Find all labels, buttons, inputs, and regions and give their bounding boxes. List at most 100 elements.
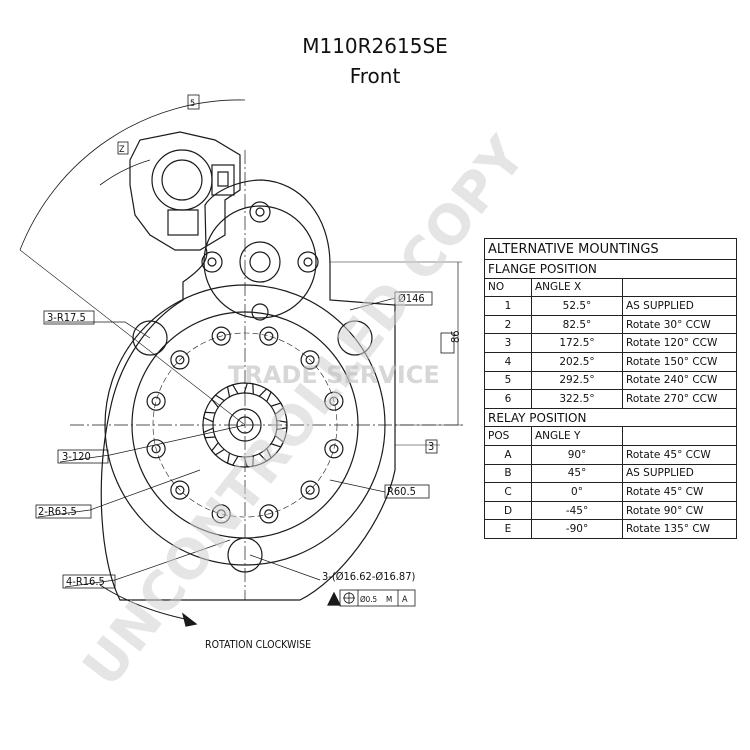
label-box-5 [187, 94, 200, 110]
pinion-tooth [211, 442, 225, 456]
solenoid-bolt-right [297, 251, 319, 273]
flange-outer-circle [104, 284, 386, 566]
table-row: E-90°Rotate 135° CW [484, 519, 737, 539]
label-box-146 [394, 291, 433, 306]
solenoid-bolt-left [201, 251, 223, 273]
flange-bolt-hole [300, 350, 320, 370]
dim-120-label: 3-120 [62, 450, 91, 463]
pinion-teeth [202, 382, 288, 468]
flange-col-no: NO [484, 277, 532, 298]
pinion-shaft-outer [228, 408, 262, 442]
mounting-hole-3 [227, 537, 263, 573]
terminal-ring-inner [161, 159, 203, 201]
flange-bolt-hole [216, 509, 226, 519]
flange-bolt-hole [170, 480, 190, 500]
flange-bolt-hole [324, 439, 344, 459]
solenoid-bolt-left-inner [207, 257, 217, 267]
flange-bolt-hole [305, 355, 315, 365]
flange-bolt-hole [146, 439, 166, 459]
pinion-tooth [202, 427, 216, 439]
label-box-3 [425, 439, 438, 454]
flange-bolt-hole [175, 355, 185, 365]
flange-position-header: FLANGE POSITION [484, 259, 737, 279]
label-box-r63-5 [35, 504, 92, 519]
model-title: M110R2615SE [302, 34, 448, 58]
label-box-r16-5 [62, 574, 116, 589]
pinion-tooth [211, 394, 225, 408]
flange-bolt-hole [264, 331, 274, 341]
flange-bolt-hole [324, 391, 344, 411]
dim-3-label: 3 [428, 440, 434, 453]
dim-pilot-label: 3-(Ø16.62-Ø16.87) [322, 570, 416, 583]
tolerance-frame [339, 589, 416, 607]
dim-5-label: 5 [190, 99, 195, 109]
solenoid-housing [203, 205, 317, 319]
terminal-block [129, 131, 241, 251]
datum-label: A [402, 595, 408, 605]
leader-pilot [249, 554, 321, 581]
mounting-hole-2 [337, 320, 373, 356]
leader-146 [349, 297, 396, 311]
pinion-tooth [270, 402, 285, 415]
label-box-120 [57, 449, 109, 464]
dim-r60-5-label: R60.5 [387, 485, 416, 498]
leader-r63-5 [37, 469, 201, 518]
rotation-arc [99, 584, 191, 621]
solenoid-bolt-bottom [251, 303, 269, 321]
rotation-label: ROTATION CLOCKWISE [205, 639, 311, 651]
flange-bolt-hole [170, 350, 190, 370]
flange-bolt-hole [216, 331, 226, 341]
tolerance-value: Ø0.5 [360, 594, 377, 604]
angle-x-leader [19, 249, 246, 426]
solenoid-bolt-top [249, 201, 271, 223]
dim-86-label: 86 [449, 330, 462, 343]
flange-bolt-hole [146, 391, 166, 411]
relay-col-pos: POS [484, 426, 532, 446]
dim-r63-5-label: 2-R63.5 [38, 505, 77, 518]
pinion-tooth [243, 455, 254, 468]
table-row: D-45°Rotate 90° CW [484, 500, 737, 521]
dim-r16-5-label: 4-R16.5 [66, 575, 105, 588]
view-title: Front [349, 64, 401, 88]
tolerance-modifier: M [386, 595, 392, 604]
bolt-circle [152, 332, 338, 518]
watermark-uncontrolled: UNCONTROLLED COPY [71, 125, 538, 698]
flange-bolt-hole [175, 485, 185, 495]
dim-r17-5-label: 3-R17.5 [47, 311, 86, 324]
label-box-r60-5 [384, 484, 430, 499]
pinion-tooth [226, 452, 239, 466]
terminal-nut [217, 171, 229, 187]
flange-bolt-hole [264, 509, 274, 519]
pinion-tooth [276, 419, 288, 431]
dim-z-label: Z [119, 145, 125, 155]
leader-r60-5 [329, 479, 386, 493]
solenoid-cap [239, 241, 281, 283]
tolerance-triangle [327, 591, 341, 606]
rotation-arrowhead [181, 612, 198, 627]
flange-bolt-hole [259, 504, 279, 524]
pinion-shaft-inner [236, 416, 254, 434]
pinion-tooth [202, 411, 216, 423]
solenoid-center [249, 251, 271, 273]
pinion-tooth [243, 382, 254, 395]
dim-146-label: Ø146 [398, 292, 425, 305]
flange-bolt-hole [211, 326, 231, 346]
housing-outline [100, 179, 396, 601]
flange-bolt-hole [300, 480, 320, 500]
pinion-root [212, 392, 278, 458]
flange-bolt-hole [259, 326, 279, 346]
bolt-holes [146, 326, 344, 524]
relay-position-header: RELAY POSITION [484, 407, 737, 428]
solenoid-bolt-right-inner [303, 257, 313, 267]
watermark-trade-service: TRADE SERVICE [228, 361, 440, 389]
angle-x-arc [19, 99, 246, 251]
flange-col-angle: ANGLE X [531, 277, 623, 298]
